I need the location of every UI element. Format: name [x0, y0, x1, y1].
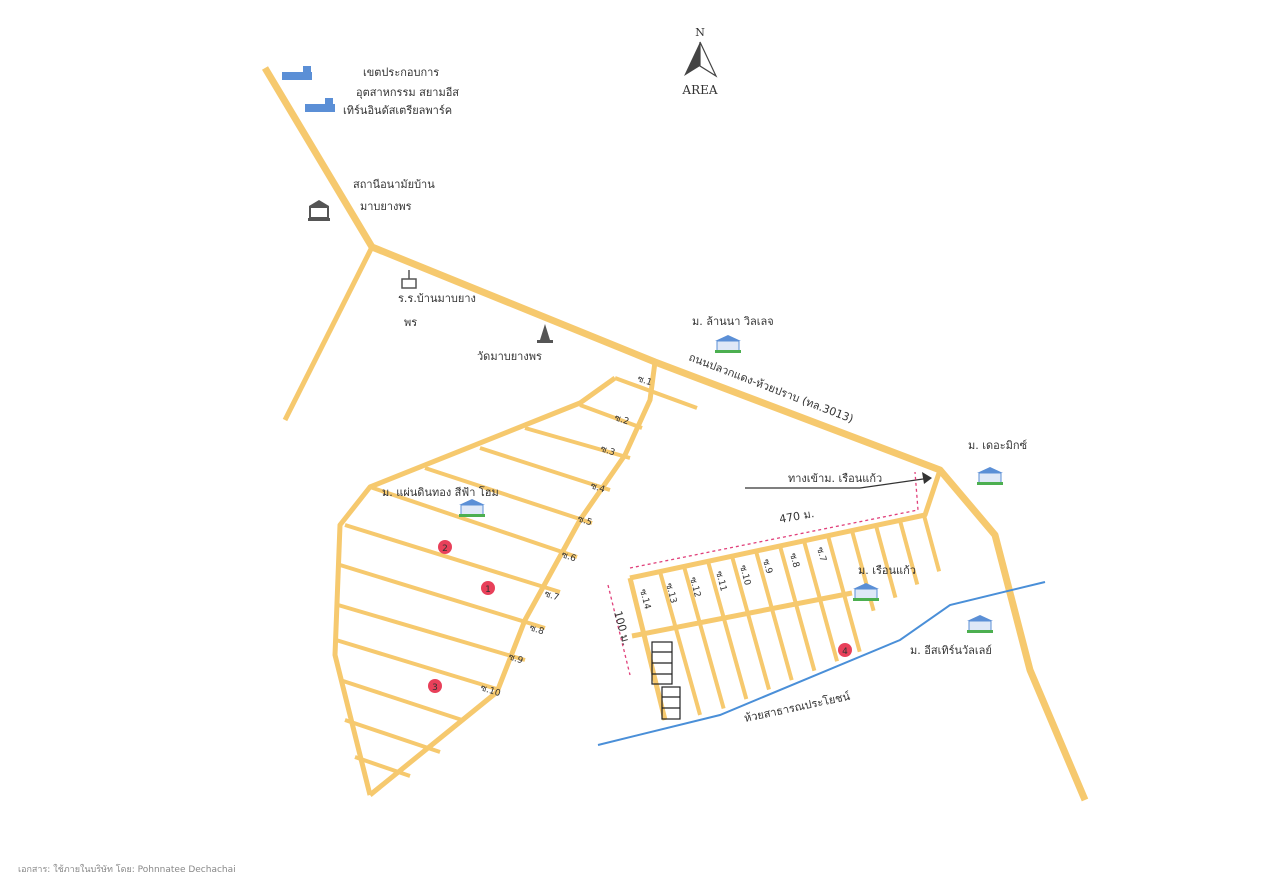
right-soi-road: [898, 519, 920, 586]
health-center-icon: [308, 200, 330, 221]
left-soi-label: ซ.5: [576, 514, 593, 528]
place-label-health-1: สถานีอนามัยบ้าน: [353, 178, 435, 191]
temple-icon: [537, 324, 553, 343]
right-soi-label: ซ.7: [814, 546, 827, 563]
place-label-health-2: มาบยางพร: [360, 200, 412, 213]
right-soi-road: [874, 525, 898, 599]
left-soi-label: ซ.4: [589, 481, 606, 495]
place-label-eastern-valley: ม. อีสเทิร์นวัลเลย์: [910, 644, 992, 657]
housing-estate-icon: [853, 583, 879, 601]
housing-estate-icon: [459, 499, 485, 517]
left-soi-label: ซ.7: [543, 589, 560, 603]
main-road-label: ถนนปลวกแดง-ห้วยปราบ (ทล.3013): [687, 351, 855, 426]
left-soi-road: [579, 403, 643, 430]
right-soi-road: [658, 571, 702, 716]
plot-marker-number: 4: [842, 647, 848, 657]
left-soi-road: [614, 376, 698, 410]
compass-label: AREA: [681, 83, 717, 97]
left-soi-road: [424, 466, 593, 525]
plot-marker-number: 3: [432, 683, 438, 693]
plot-marker-number: 1: [485, 585, 491, 595]
right-block-left-road: [627, 577, 668, 721]
left-soi-road: [344, 523, 561, 594]
left-soi-label: ซ.6: [560, 550, 577, 564]
right-soi-road: [802, 540, 839, 662]
right-soi-road: [826, 535, 862, 653]
housing-estate-icon: [715, 335, 741, 353]
plot-units: [651, 641, 681, 720]
right-soi-road: [682, 565, 726, 710]
place-label-themix: ม. เดอะมิกซ์: [968, 439, 1028, 452]
left-soi-road: [479, 446, 611, 492]
factory-icon: [282, 66, 312, 80]
left-soi-label: ซ.8: [528, 623, 545, 637]
housing-estate-icon: [967, 615, 993, 633]
right-soi-road: [922, 514, 942, 572]
dimension-470-label: 470 ม.: [778, 507, 815, 526]
school-icon: [401, 270, 417, 289]
roads: [261, 66, 1089, 802]
right-soi-road: [778, 545, 817, 672]
right-soi-road: [706, 560, 749, 700]
left-soi-road: [339, 563, 546, 630]
left-soi-road: [337, 603, 526, 662]
dimension-470: [629, 471, 919, 569]
stream: [597, 581, 1046, 746]
right-soi-road: [754, 550, 794, 681]
place-label-ruankaew: ม. เรือนแก้ว: [858, 564, 916, 577]
place-label-temple: วัดมาบยางพร: [477, 350, 542, 363]
plot-marker: [481, 581, 495, 595]
left-soi-label: ซ.3: [599, 444, 616, 458]
arrow-head-icon: [922, 472, 932, 484]
branch-road: [282, 245, 375, 422]
left-soi-road: [335, 638, 501, 692]
factory-icon: [305, 98, 335, 112]
left-soi-road: [344, 718, 441, 754]
plot-marker: [428, 679, 442, 693]
place-label-school-1: ร.ร.บ้านมาบยาง: [398, 292, 476, 305]
left-soi-road: [339, 678, 463, 722]
left-soi-road: [369, 485, 578, 559]
right-block-middle-road: [631, 590, 853, 639]
left-soi-road: [524, 426, 631, 460]
left-soi-label: ซ.1: [636, 374, 653, 388]
left-soi-label: ซ.2: [613, 413, 630, 427]
entrance-arrow: [745, 477, 931, 489]
left-soi-label: ซ.9: [507, 652, 524, 666]
north-arrow-icon: [684, 41, 718, 78]
footer-credit: เอกสาร: ใช้ภายในบริษัท โดย: Pohnnatee De…: [18, 865, 236, 875]
place-label-entrance: ทางเข้าม. เรือนแก้ว: [788, 472, 882, 485]
place-label-industrial-1: เขตประกอบการ: [363, 66, 439, 79]
place-label-lanna: ม. ล้านนา วิลเลจ: [692, 315, 774, 328]
stream-label: ห้วยสาธารณประโยชน์: [743, 689, 852, 725]
right-block-top-road: [629, 469, 943, 581]
housing-estate-icon: [977, 467, 1003, 485]
right-soi-road: [730, 555, 771, 691]
plot-marker: [438, 540, 452, 554]
right-soi-label: ซ.8: [787, 552, 801, 569]
compass-north: N: [695, 26, 705, 39]
right-soi-label: ซ.9: [760, 558, 774, 575]
place-label-industrial-2: อุตสาหกรรม สยามอีส: [356, 86, 459, 99]
left-soi-road: [354, 755, 411, 778]
plot-marker: [838, 643, 852, 657]
plot-marker-number: 2: [442, 544, 448, 554]
place-label-industrial-3: เทิร์นอินดัสเตรียลพาร์ค: [343, 104, 452, 117]
place-label-paendin: ม. แผ่นดินทอง สีฟ้า โฮม: [382, 485, 499, 499]
dimension-100-label: 100 ม.: [611, 609, 633, 646]
place-label-school-2: พร: [404, 316, 417, 329]
